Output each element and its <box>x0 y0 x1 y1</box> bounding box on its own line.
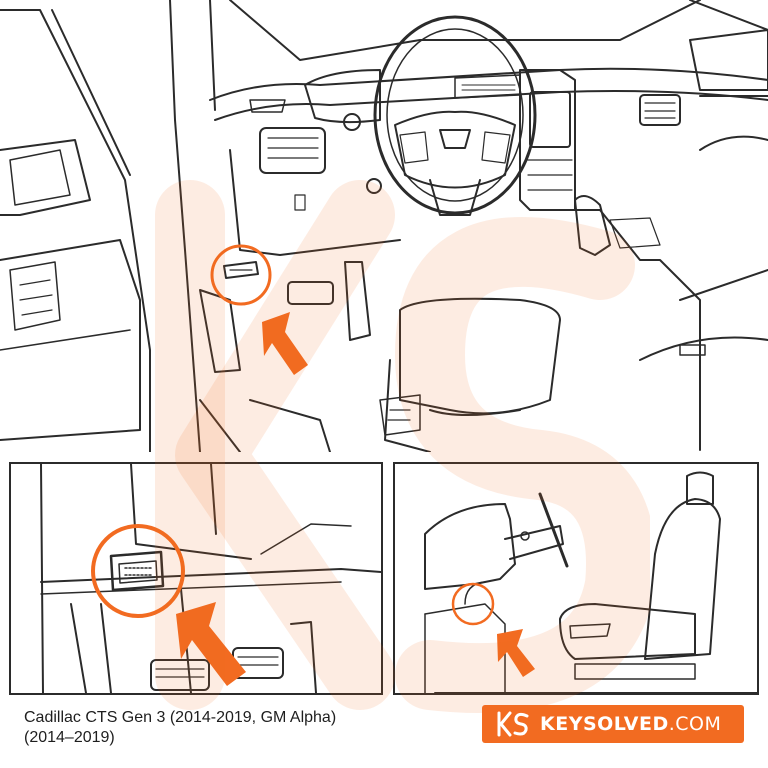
highlight-circle-icon <box>210 244 272 306</box>
brand-name-suffix: .COM <box>668 713 722 735</box>
highlight-circle-icon <box>451 582 495 626</box>
obd-closeup-inset <box>9 462 383 695</box>
main-interior-illustration <box>0 0 768 452</box>
dashboard-line-drawing <box>0 0 768 452</box>
pointer-arrow-icon <box>497 629 535 677</box>
pointer-arrow-icon <box>262 312 308 375</box>
caption-line-1: Cadillac CTS Gen 3 (2014-2019, GM Alpha) <box>24 709 337 726</box>
highlight-circle-icon <box>91 524 185 618</box>
brand-name-bold: KEYSOLVED <box>540 713 669 735</box>
keysolved-logo-banner: KEYSOLVED.COM <box>482 705 744 743</box>
vehicle-caption: Cadillac CTS Gen 3 (2014-2019, GM Alpha)… <box>24 708 464 748</box>
side-view-drawing <box>424 471 757 693</box>
side-view-inset <box>393 462 759 695</box>
brand-name: KEYSOLVED.COM <box>540 713 721 735</box>
caption-line-2: (2014–2019) <box>24 729 115 746</box>
obd-closeup-drawing <box>40 464 381 693</box>
keysolved-ks-logo-icon <box>497 711 529 737</box>
pointer-arrow-icon <box>176 602 246 686</box>
